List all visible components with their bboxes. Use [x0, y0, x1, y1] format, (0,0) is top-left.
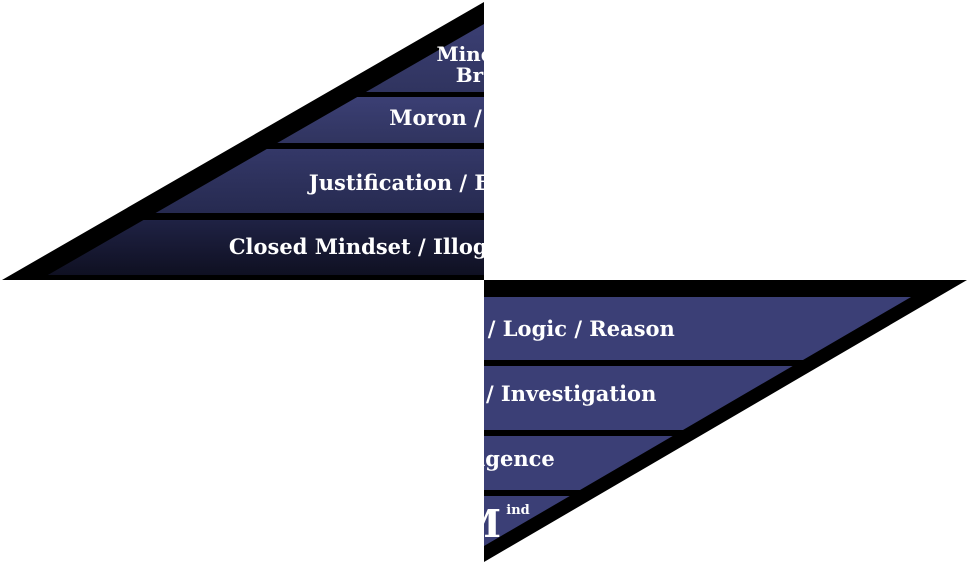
logo-sharp: Sharp	[409, 503, 452, 518]
level-truth-seeking: 2 Truth Seeking / Investigation	[290, 381, 657, 406]
level-moron: Moron / Insanity	[389, 105, 585, 130]
logo-m: M	[459, 501, 501, 546]
level-justification: Justification / Excuses / Blame	[307, 170, 665, 195]
level-growth-mindset: 1 Growth Mindset / Logic / Reason	[269, 316, 675, 341]
level-intelligence: 3 Intelligence	[391, 446, 554, 471]
sharpmind-logo: Sharp M ind	[409, 501, 529, 546]
logo-ind: ind	[506, 503, 529, 518]
level-closed-mindset: Closed Mindset / Illogic / Unreasonablen…	[229, 234, 745, 259]
level-mindless-line1: Mindless	[436, 42, 537, 66]
level-mindless-line2: Brain	[456, 63, 519, 87]
